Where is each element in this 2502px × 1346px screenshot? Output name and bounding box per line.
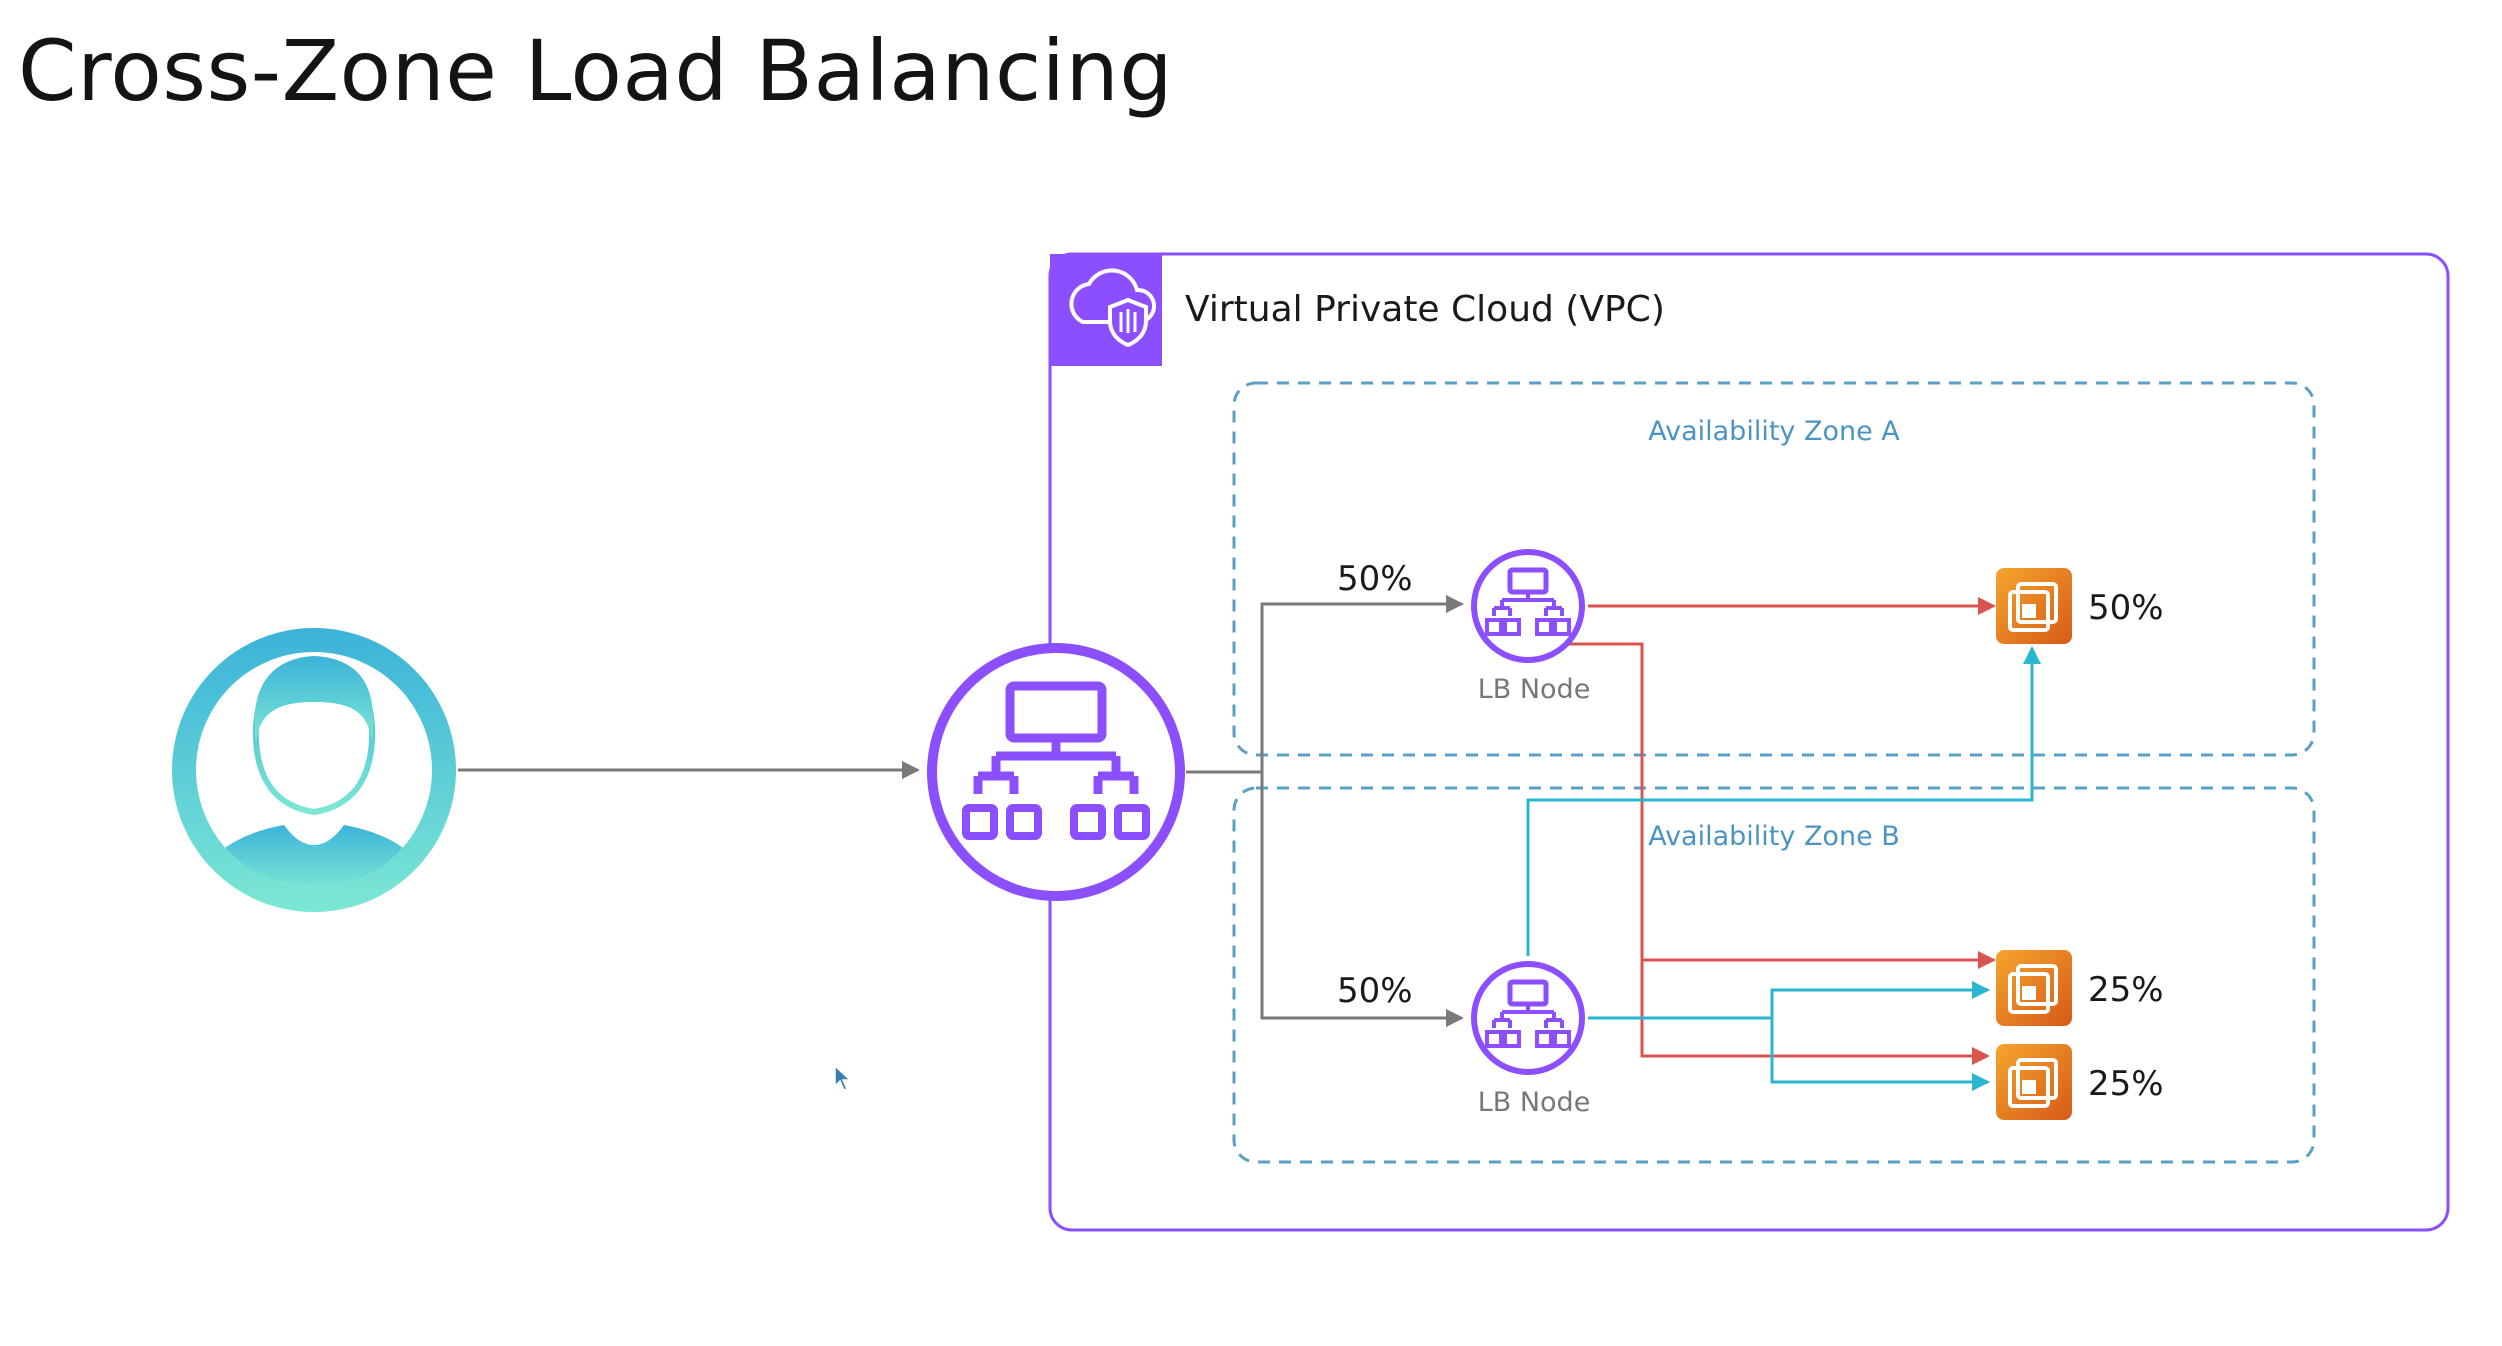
instance-2-share: 25% xyxy=(2088,970,2164,1010)
node-b-incoming-share: 50% xyxy=(1337,971,1413,1011)
node-a-incoming-share: 50% xyxy=(1337,559,1413,599)
ec2-instance-icon[interactable] xyxy=(1996,1044,2072,1120)
mouse-cursor-icon xyxy=(834,1064,852,1091)
node-a-to-instance-2-flow xyxy=(1566,642,1996,969)
lb-node-icon[interactable] xyxy=(1471,549,1585,663)
vpc-label: Virtual Private Cloud (VPC) xyxy=(1185,289,1665,330)
availability-zone-a xyxy=(1232,381,2316,757)
lb-node-b-label: LB Node xyxy=(1478,1087,1591,1118)
ec2-instance-icon[interactable] xyxy=(1996,950,2072,1026)
lb-to-node-a-arrow xyxy=(1260,595,1464,772)
lb-to-node-b-arrow xyxy=(1260,772,1464,1027)
user-avatar-icon[interactable] xyxy=(172,628,456,912)
slide-title: Cross-Zone Load Balancing xyxy=(18,22,1174,120)
ec2-instance-icon[interactable] xyxy=(1996,568,2072,644)
availability-zone-b xyxy=(1232,786,2316,1164)
lb-node-icon[interactable] xyxy=(1471,961,1585,1075)
instance-1-share: 50% xyxy=(2088,588,2164,628)
instance-3-share: 25% xyxy=(2088,1064,2164,1104)
load-balancer-icon[interactable] xyxy=(927,643,1185,901)
vpc-boundary xyxy=(1048,252,2450,1232)
lb-node-a-label: LB Node xyxy=(1478,674,1591,705)
availability-zone-a-label: Availability Zone A xyxy=(1648,416,1900,447)
vpc-cloud-shield-icon xyxy=(1050,254,1162,366)
node-a-to-instance-3-flow xyxy=(1640,960,1990,1065)
node-b-to-instance-1-flow xyxy=(1526,646,2041,956)
availability-zone-b-label: Availability Zone B xyxy=(1648,821,1900,852)
node-b-to-instance-3-flow xyxy=(1770,1018,1990,1091)
node-b-to-instance-2-flow xyxy=(1588,981,1990,1020)
